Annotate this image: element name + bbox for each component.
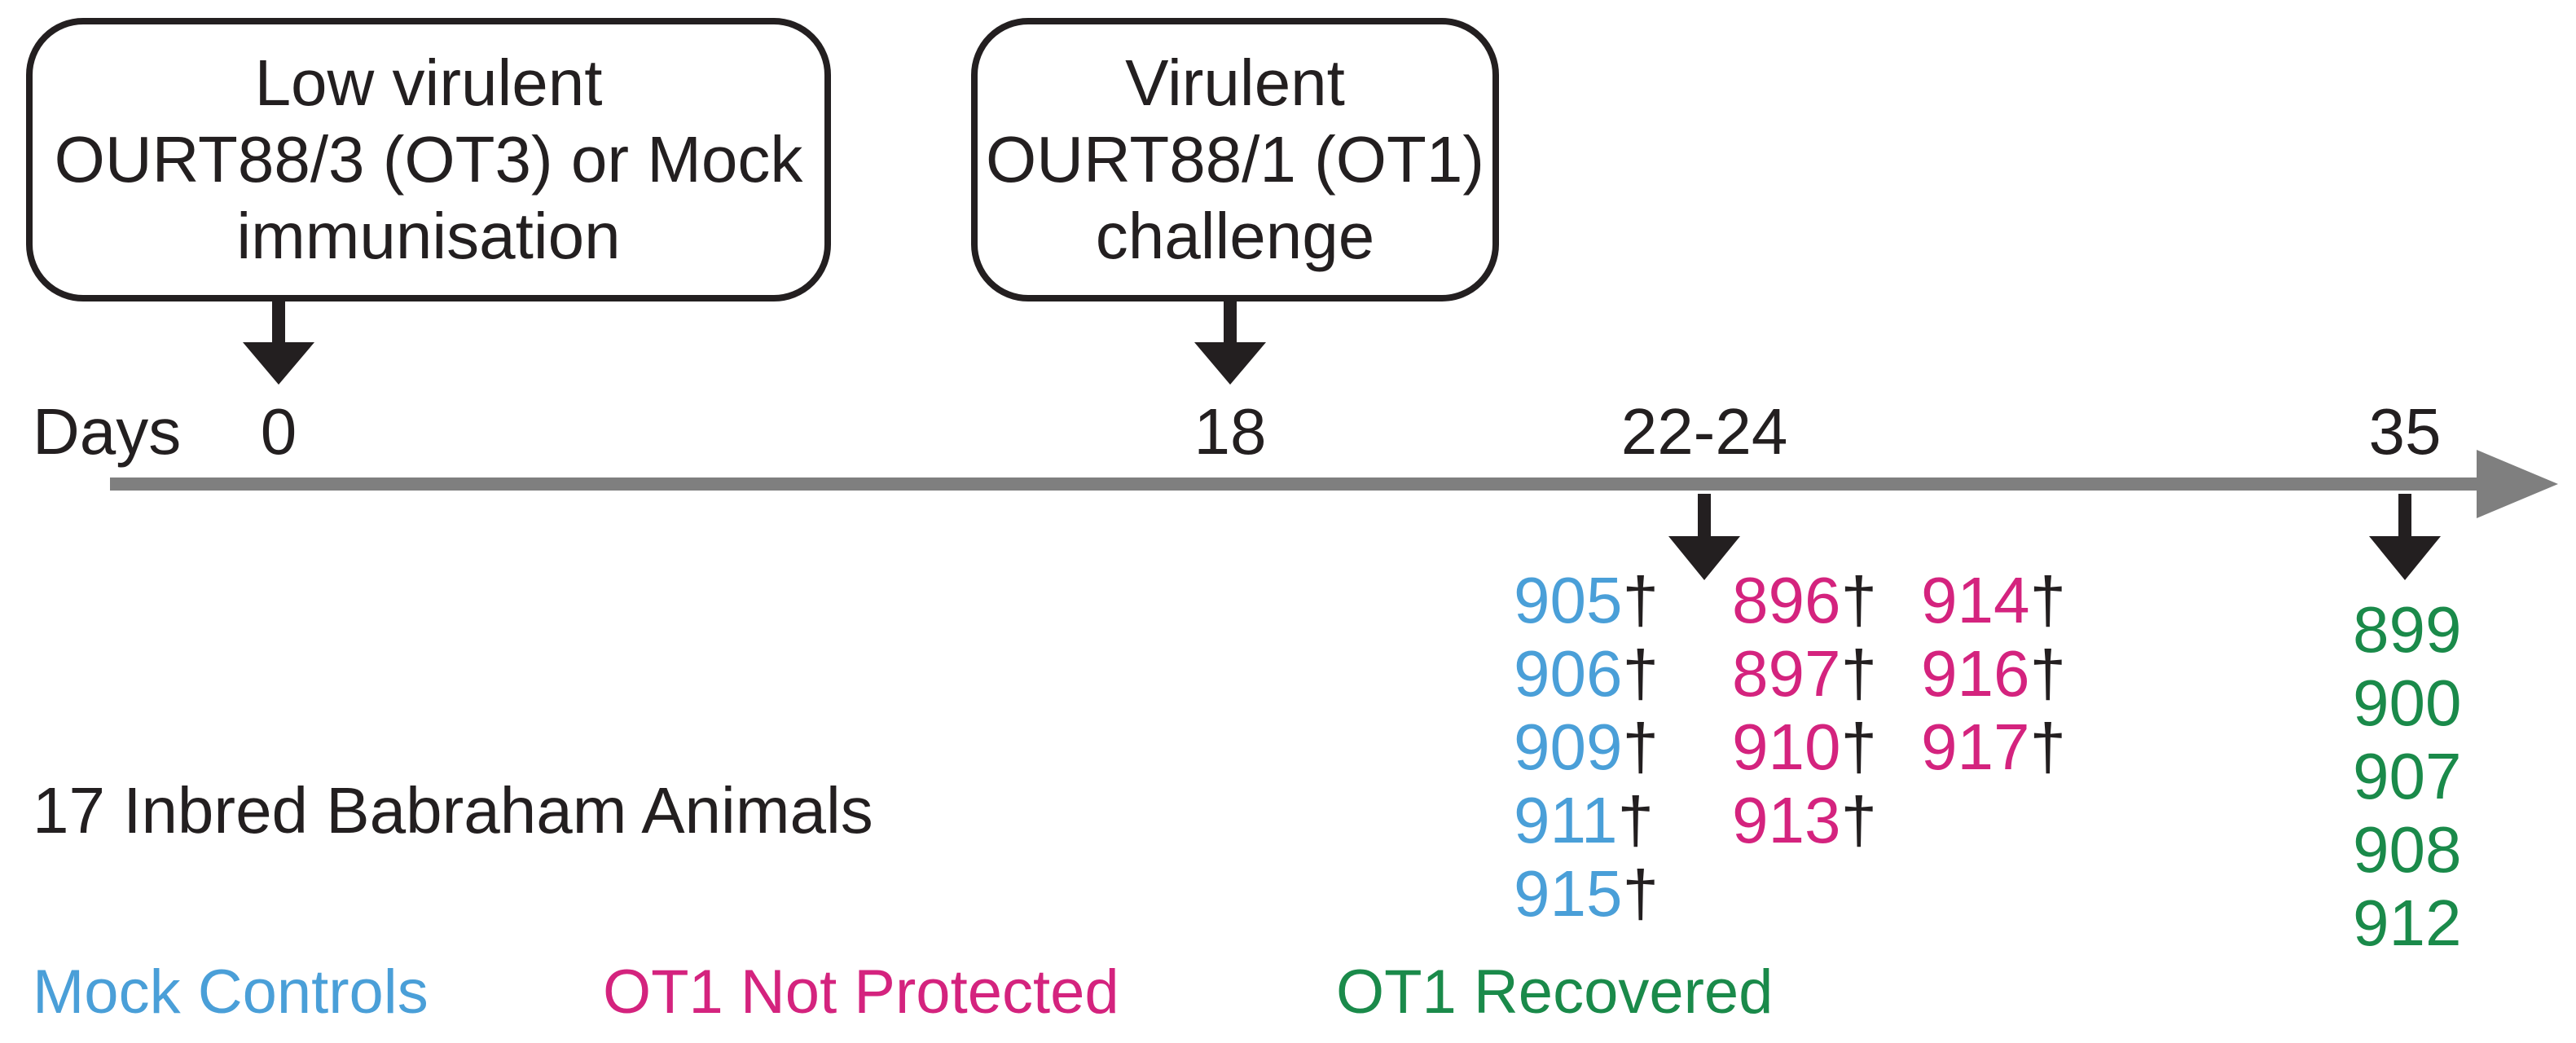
arrow-challenge-head [1194, 342, 1266, 385]
not-protected-ids-column-b: 914† 916† 917† [1921, 564, 2066, 784]
animal-id: 907 [2353, 740, 2462, 812]
tick-day-18: 18 [1193, 395, 1267, 468]
animal-id: 911† [1514, 784, 1655, 856]
immunisation-line2: OURT88/3 (OT3) or Mock [54, 123, 803, 196]
immunisation-line1: Low virulent [254, 46, 603, 119]
arrow-immunisation-head [243, 342, 314, 385]
animal-id: 905† [1514, 564, 1659, 636]
challenge-box: Virulent OURT88/1 (OT1) challenge [971, 18, 1499, 301]
legend-ot1-recovered: OT1 Recovered [1336, 957, 1774, 1027]
animal-id: 896† [1732, 564, 1877, 636]
legend-ot1-not-protected: OT1 Not Protected [603, 957, 1119, 1027]
animals-label: 17 Inbred Babraham Animals [33, 774, 873, 847]
legend-mock-controls: Mock Controls [33, 957, 429, 1027]
arrow-day-22-24-head [1668, 536, 1740, 580]
animal-id: 915† [1514, 857, 1659, 930]
animal-id: 897† [1732, 637, 1877, 710]
animal-id: 899 [2353, 593, 2462, 666]
mock-ids-column: 905† 906† 909† 911† 915† [1514, 564, 1659, 931]
animal-id: 909† [1514, 711, 1659, 783]
animal-id: 912 [2353, 887, 2462, 959]
arrow-day-35-head [2369, 536, 2441, 580]
challenge-line2: OURT88/1 (OT1) [986, 123, 1484, 196]
timeline-arrowhead [2477, 450, 2558, 518]
immunisation-box: Low virulent OURT88/3 (OT3) or Mock immu… [26, 18, 831, 301]
challenge-line3: challenge [1095, 200, 1375, 272]
animal-id: 908 [2353, 813, 2462, 886]
recovered-ids-column: 899 900 907 908 912 [2353, 593, 2461, 960]
animal-id: 914† [1921, 564, 2066, 636]
immunisation-line3: immunisation [236, 200, 621, 272]
animal-id: 913† [1732, 784, 1877, 856]
days-axis-label: Days [33, 395, 182, 468]
not-protected-ids-column-a: 896† 897† 910† 913† [1732, 564, 1877, 857]
animal-id: 916† [1921, 637, 2066, 710]
animal-id: 917† [1921, 711, 2066, 783]
challenge-line1: Virulent [1125, 46, 1345, 119]
tick-day-22-24: 22-24 [1620, 395, 1788, 468]
animal-id: 906† [1514, 637, 1659, 710]
tick-day-35: 35 [2368, 395, 2442, 468]
animal-id: 910† [1732, 711, 1877, 783]
animal-id: 900 [2353, 667, 2462, 739]
tick-day-0: 0 [260, 395, 297, 468]
